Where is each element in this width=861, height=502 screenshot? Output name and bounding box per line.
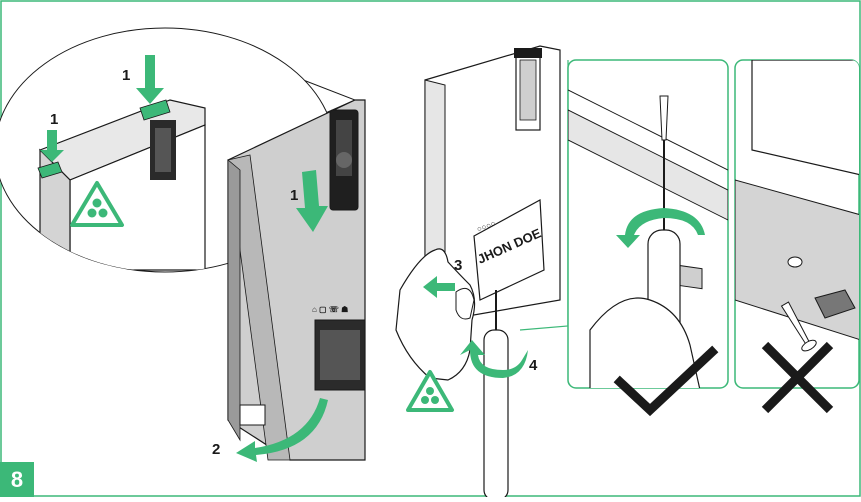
step-label-1-right: 1 (122, 67, 130, 84)
correct-method-panel (568, 60, 728, 410)
step-label-4: 4 (529, 357, 538, 374)
device-front-with-hand: JHON DOE ○○○○ 3 4 (396, 46, 568, 497)
incorrect-method-panel (735, 60, 861, 410)
device-icons-row: ⌂ ▢ ☏ ☗ (312, 305, 348, 314)
screwdriver-icon (484, 290, 508, 497)
step-label-1-left: 1 (50, 111, 58, 128)
step-label-3: 3 (454, 257, 462, 274)
step-label-2: 2 (212, 441, 220, 458)
step-label-1-slide: 1 (290, 187, 298, 204)
figure-number-badge: 8 (0, 462, 34, 497)
